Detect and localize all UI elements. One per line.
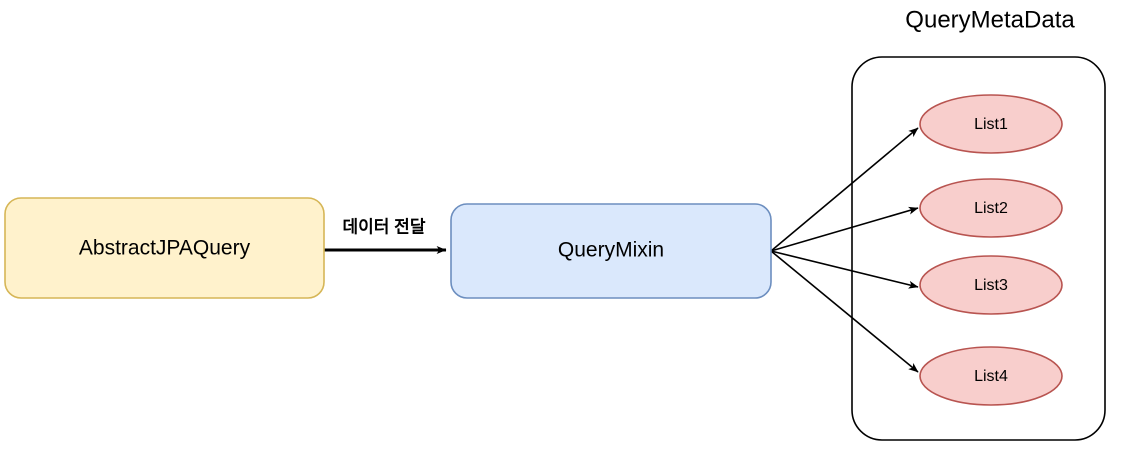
node-list3-label: List3 [974, 277, 1008, 294]
edge-mixin-to-list1-line [770, 127, 919, 252]
edge-mixin-to-list2[interactable] [770, 206, 919, 252]
node-list3-ellipse [919, 255, 1063, 315]
edge-data-transfer[interactable]: 데이터 전달 [324, 216, 447, 254]
edge-mixin-to-list4[interactable] [770, 250, 919, 373]
group-query-meta-data[interactable]: QueryMetaData [851, 6, 1106, 441]
node-query-mixin-rect [450, 203, 772, 299]
node-list4[interactable]: List4 [919, 346, 1063, 406]
node-list2-label: List2 [974, 200, 1008, 217]
node-abstract-jpa-query-label: AbstractJPAQuery [79, 237, 251, 260]
group-container-rect [851, 56, 1106, 441]
edge-mixin-to-list3[interactable] [770, 250, 919, 289]
edge-mixin-to-list1[interactable] [770, 127, 919, 252]
node-list1-ellipse [919, 94, 1063, 154]
node-query-mixin-label: QueryMixin [558, 239, 664, 262]
node-list2[interactable]: List2 [919, 178, 1063, 238]
node-list1-label: List1 [974, 116, 1008, 133]
group-title-label: QueryMetaData [905, 6, 1075, 33]
node-list4-label: List4 [974, 368, 1008, 385]
node-list2-ellipse [919, 178, 1063, 238]
node-query-mixin[interactable]: QueryMixin [450, 203, 772, 299]
edge-mixin-to-list2-line [770, 206, 919, 252]
edge-mixin-to-list3-line [770, 250, 919, 289]
node-list3[interactable]: List3 [919, 255, 1063, 315]
node-list4-ellipse [919, 346, 1063, 406]
node-abstract-jpa-query-rect [4, 197, 325, 299]
edge-mixin-to-list4-line [770, 250, 919, 373]
node-list1[interactable]: List1 [919, 94, 1063, 154]
edge-data-transfer-label: 데이터 전달 [343, 216, 426, 236]
node-abstract-jpa-query[interactable]: AbstractJPAQuery [4, 197, 325, 299]
